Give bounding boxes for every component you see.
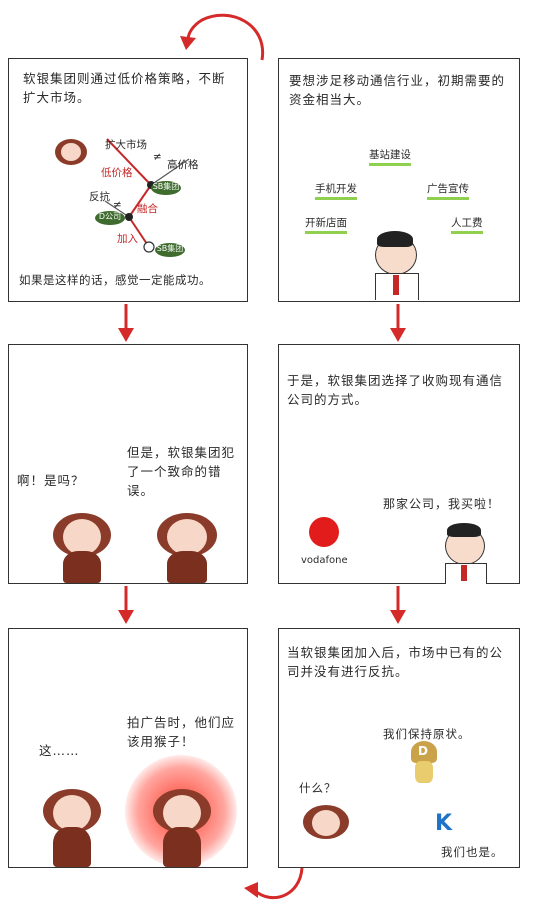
label-expand-market: 扩大市场 xyxy=(105,139,147,151)
panel6-speech-k: 我们也是。 xyxy=(441,845,504,859)
label-join: 加入 xyxy=(117,233,138,245)
vodafone-logo xyxy=(309,517,339,547)
businessman-figure xyxy=(369,229,423,300)
panel-6: 当软银集团加入后，市场中已有的公司并没有进行反抗。 我们保持原状。 D 什么？ … xyxy=(278,628,520,868)
cost-item-phone-development: 手机开发 xyxy=(315,181,357,200)
panel-3: 啊！是吗？ 但是，软银集团犯了一个致命的错误。 xyxy=(8,344,248,584)
panel2-text-top: 要想涉足移动通信行业，初期需要的资金相当大。 xyxy=(289,73,506,107)
panel6-speech-monkey: 什么？ xyxy=(299,781,337,795)
panel3-speech-left: 啊！是吗？ xyxy=(17,473,85,488)
monkey-head-icon xyxy=(55,137,87,165)
label-resist: 反抗 xyxy=(89,191,110,203)
d-company-mascot: D xyxy=(407,741,441,785)
label-high-price: 高价格 xyxy=(167,159,199,171)
arrow-down-right-2 xyxy=(390,586,406,624)
cost-item-new-store: 开新店面 xyxy=(305,215,347,234)
cost-item-labor: 人工费 xyxy=(451,215,483,234)
panel1-text-bottom: 如果是这样的话，感觉一定能成功。 xyxy=(19,273,211,287)
arrow-down-left-2 xyxy=(118,586,134,624)
label-low-price: 低价格 xyxy=(101,167,133,179)
cost-item-advertising: 广告宣传 xyxy=(427,181,469,200)
monkey-head-panel6 xyxy=(303,801,349,841)
panel-5: 拍广告时，他们应该用猴子！ 这…… xyxy=(8,628,248,868)
panel-1: 软银集团则通过低价格策略，不断扩大市场。 扩大市场 高价格 ≠ 低价格 SB集团… xyxy=(8,58,248,302)
panel5-speech-left: 这…… xyxy=(39,743,80,758)
panel5-speech-right: 拍广告时，他们应该用猴子！ xyxy=(127,715,236,749)
blob-sb-group-2: SB集团 xyxy=(155,243,185,257)
monkey-right-excited xyxy=(149,781,215,867)
bottom-curved-arrow xyxy=(244,867,304,900)
panel-4: 于是，软银集团选择了收购现有通信公司的方式。 那家公司，我买啦！ vodafon… xyxy=(278,344,520,584)
k-company-logo: K xyxy=(435,811,453,836)
vodafone-logo-text: vodafone xyxy=(301,555,348,566)
panel4-speech: 那家公司，我买啦！ xyxy=(383,497,501,511)
blob-d-company: D公司 xyxy=(95,211,125,225)
arrow-down-right-1 xyxy=(390,304,406,342)
panel6-speech-d: 我们保持原状。 xyxy=(383,727,471,741)
top-curved-arrow xyxy=(180,13,265,61)
panel3-speech-right: 但是，软银集团犯了一个致命的错误。 xyxy=(127,445,236,498)
neq-symbol-2: ≠ xyxy=(113,199,122,211)
monkey-left-surprised xyxy=(39,781,105,867)
panel4-text-top: 于是，软银集团选择了收购现有通信公司的方式。 xyxy=(287,373,504,407)
neq-symbol-1: ≠ xyxy=(153,151,162,163)
panel-2: 要想涉足移动通信行业，初期需要的资金相当大。 基站建设 手机开发 广告宣传 开新… xyxy=(278,58,520,302)
panel6-text-top: 当软银集团加入后，市场中已有的公司并没有进行反抗。 xyxy=(287,645,504,679)
blob-sb-group-1: SB集团 xyxy=(151,181,181,195)
arrow-down-left-1 xyxy=(118,304,134,342)
cost-item-base-station: 基站建设 xyxy=(369,147,411,166)
monkey-left xyxy=(49,505,115,583)
panel1-text-top: 软银集团则通过低价格策略，不断扩大市场。 xyxy=(23,71,226,105)
label-merge: 融合 xyxy=(137,203,158,215)
businessman-pointing xyxy=(439,521,493,584)
monkey-right xyxy=(153,505,223,583)
